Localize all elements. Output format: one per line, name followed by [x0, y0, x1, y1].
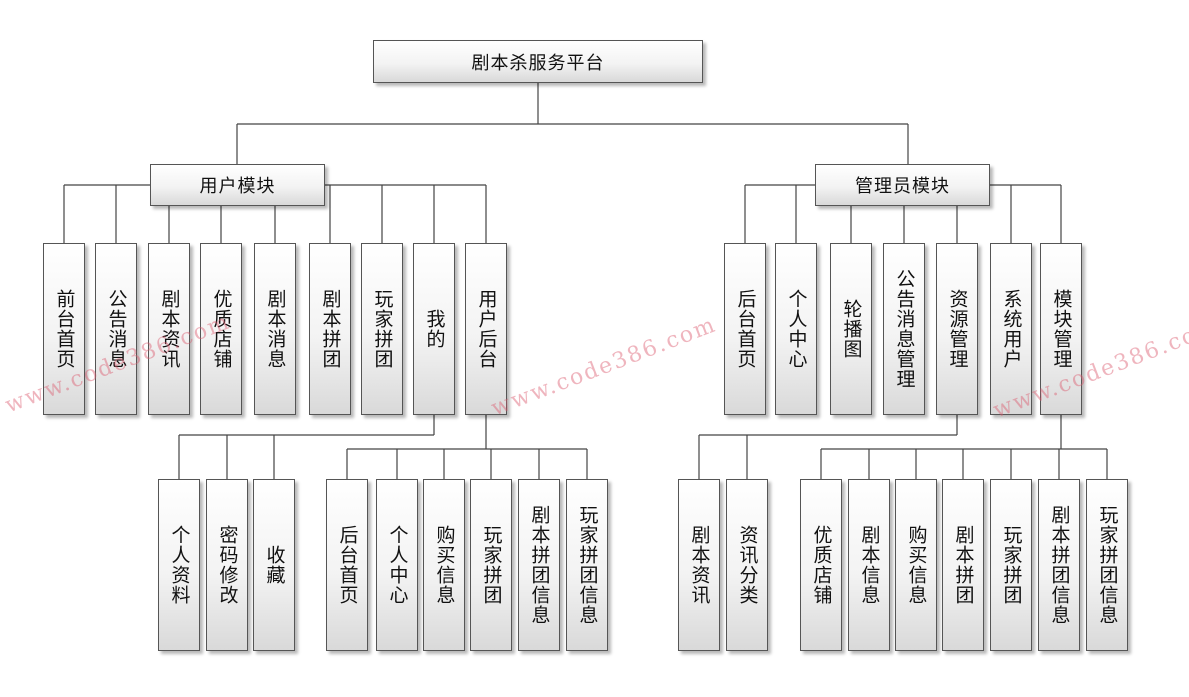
backend-child-node: 个人中心 — [376, 479, 418, 651]
admin-child-node: 公告消息管理 — [883, 243, 925, 415]
backend-child-node: 玩家拼团信息 — [566, 479, 608, 651]
resource-child-node: 剧本资讯 — [678, 479, 720, 651]
user-child-node: 剧本资讯 — [148, 243, 190, 415]
module-child-node: 剧本拼团 — [942, 479, 984, 651]
module-child-node: 玩家拼团 — [990, 479, 1032, 651]
admin-child-node: 资源管理 — [936, 243, 978, 415]
root-label: 剧本杀服务平台 — [471, 52, 605, 74]
admin-child-node: 模块管理 — [1040, 243, 1082, 415]
user-child-node: 剧本拼团 — [309, 243, 351, 415]
admin-child-node: 后台首页 — [724, 243, 766, 415]
user-child-node: 剧本消息 — [254, 243, 296, 415]
backend-child-node: 玩家拼团 — [470, 479, 512, 651]
module-child-node: 玩家拼团信息 — [1086, 479, 1128, 651]
module-child-node: 剧本拼团信息 — [1038, 479, 1080, 651]
user-module-label: 用户模块 — [199, 176, 276, 197]
module-child-node: 购买信息 — [895, 479, 937, 651]
user-child-node: 优质店铺 — [200, 243, 242, 415]
user-child-node: 前台首页 — [43, 243, 85, 415]
admin-child-node: 轮播图 — [830, 243, 872, 415]
backend-child-node: 购买信息 — [423, 479, 465, 651]
backend-child-node: 剧本拼团信息 — [518, 479, 560, 651]
user-module-node: 用户模块 — [150, 164, 325, 206]
admin-module-node: 管理员模块 — [815, 164, 990, 206]
module-child-node: 优质店铺 — [800, 479, 842, 651]
admin-child-node: 系统用户 — [990, 243, 1032, 415]
admin-module-label: 管理员模块 — [855, 176, 950, 197]
resource-child-node: 资讯分类 — [726, 479, 768, 651]
user-child-node: 公告消息 — [95, 243, 137, 415]
user-child-node: 玩家拼团 — [361, 243, 403, 415]
user-child-node: 用户后台 — [465, 243, 507, 415]
mine-child-node: 密码修改 — [206, 479, 248, 651]
admin-child-node: 个人中心 — [775, 243, 817, 415]
mine-child-node: 收藏 — [253, 479, 295, 651]
user-child-node: 我的 — [413, 243, 455, 415]
module-child-node: 剧本信息 — [848, 479, 890, 651]
backend-child-node: 后台首页 — [326, 479, 368, 651]
root-node: 剧本杀服务平台 — [373, 40, 703, 83]
mine-child-node: 个人资料 — [158, 479, 200, 651]
